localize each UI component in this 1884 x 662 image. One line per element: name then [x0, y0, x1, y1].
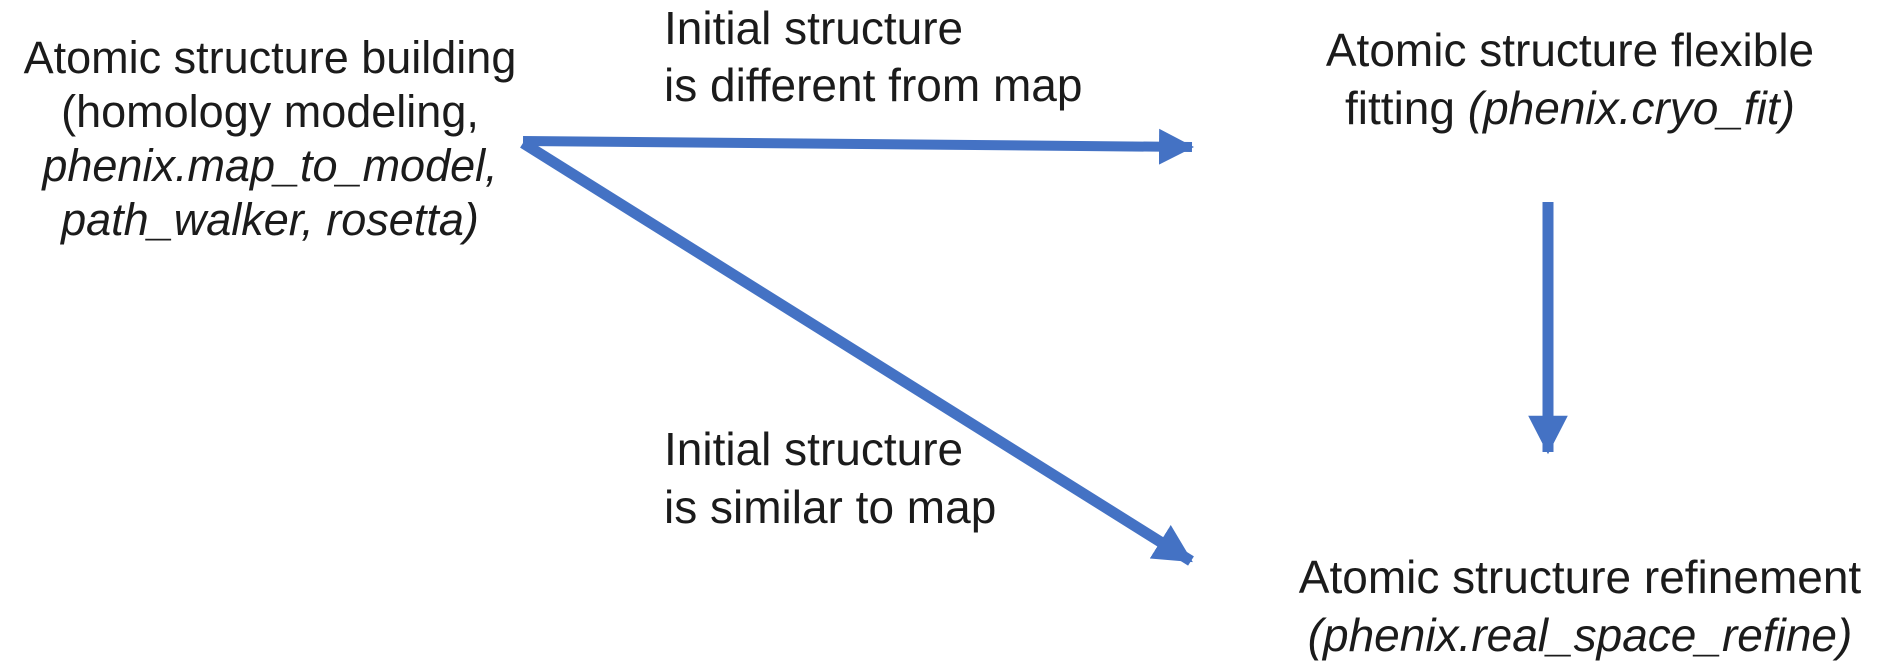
edge-label-different-line2: is different from map [664, 59, 1083, 111]
node-building-line3: phenix.map_to_model, [42, 140, 498, 191]
node-atomic-structure-building: Atomic structure building (homology mode… [0, 31, 540, 247]
node-atomic-structure-flexible-fitting: Atomic structure flexible fitting (pheni… [1285, 21, 1855, 137]
node-building-line4: path_walker, rosetta) [61, 194, 479, 245]
node-refinement-line1: Atomic structure refinement [1298, 551, 1862, 603]
arrow-building-to-fitting [522, 128, 1194, 165]
edge-label-structure-different: Initial structure is different from map [664, 0, 1082, 114]
node-fitting-line2-italic: (phenix.cryo_fit) [1467, 82, 1795, 134]
edge-label-structure-similar: Initial structure is similar to map [664, 420, 996, 536]
node-atomic-structure-refinement: Atomic structure refinement (phenix.real… [1280, 548, 1880, 662]
node-fitting-line2-regular: fitting [1345, 82, 1468, 134]
node-refinement-line2: (phenix.real_space_refine) [1307, 609, 1853, 661]
node-fitting-line2: fitting (phenix.cryo_fit) [1285, 79, 1855, 137]
edge-label-similar-line2: is similar to map [664, 481, 997, 533]
node-building-line2: (homology modeling, [61, 86, 479, 137]
edge-label-similar-line1: Initial structure [664, 423, 964, 475]
edge-label-different-line1: Initial structure [664, 2, 964, 54]
node-fitting-line1: Atomic structure flexible [1325, 24, 1815, 76]
node-building-line1: Atomic structure building [23, 32, 517, 83]
